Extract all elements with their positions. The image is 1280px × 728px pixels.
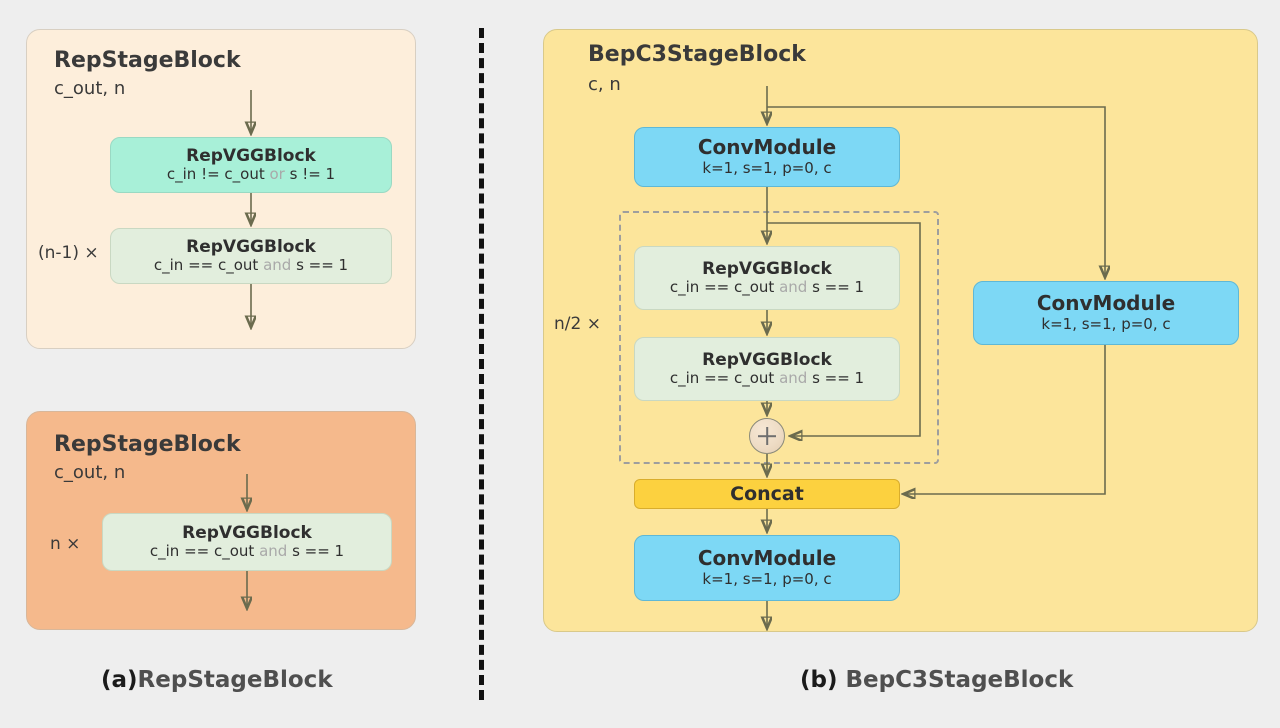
repvggblock-green-b-condition: c_in == c_out and s == 1 [149,542,345,561]
repvggblock-mint-title: RepVGGBlock [186,146,316,167]
conv-module-bottom-params: k=1, s=1, p=0, c [702,569,832,588]
caption-panel-a-text: RepStageBlock [137,667,333,693]
repvggblock-green-a-multiplier: (n-1) × [38,243,99,263]
caption-panel-b: (b) BepC3StageBlock [800,667,1073,693]
rep-stage-block-dark-title: RepStageBlock [54,432,241,457]
bepc3stageblock-title: BepC3StageBlock [588,42,806,67]
bep-repvggblock-1-condition: c_in == c_out and s == 1 [669,278,865,297]
concat-label: Concat [730,482,804,505]
conv-module-top-params: k=1, s=1, p=0, c [702,158,832,177]
panel-divider [479,28,484,700]
conv-module-top-node[interactable]: ConvModule k=1, s=1, p=0, c [634,127,900,187]
bep-repvggblock-2-condition: c_in == c_out and s == 1 [669,369,865,388]
bep-repvggblock-1-title: RepVGGBlock [702,259,832,280]
repvggblock-green-b-node[interactable]: RepVGGBlock c_in == c_out and s == 1 [102,513,392,571]
caption-panel-b-lead: (b) [800,667,838,693]
conv-module-right-params: k=1, s=1, p=0, c [1041,314,1171,333]
conv-module-bottom-node[interactable]: ConvModule k=1, s=1, p=0, c [634,535,900,601]
repvggblock-green-b-title: RepVGGBlock [182,523,312,544]
caption-panel-a: (a)RepStageBlock [101,667,333,693]
concat-node[interactable]: Concat [634,479,900,509]
rep-stage-block-light-title: RepStageBlock [54,48,241,73]
repvggblock-green-a-title: RepVGGBlock [186,237,316,258]
repvggblock-mint-node[interactable]: RepVGGBlock c_in != c_out or s != 1 [110,137,392,193]
repvggblock-green-b-multiplier: n × [50,534,81,554]
repeat-group-multiplier: n/2 × [554,314,601,334]
bep-repvggblock-2-node[interactable]: RepVGGBlock c_in == c_out and s == 1 [634,337,900,401]
bep-repvggblock-1-node[interactable]: RepVGGBlock c_in == c_out and s == 1 [634,246,900,310]
caption-panel-b-text: BepC3StageBlock [837,667,1074,693]
rep-stage-block-dark-subtitle: c_out, n [54,462,126,483]
bepc3stageblock-subtitle: c, n [588,74,621,95]
conv-module-right-title: ConvModule [1036,291,1176,316]
rep-stage-block-light-subtitle: c_out, n [54,78,126,99]
repvggblock-mint-condition: c_in != c_out or s != 1 [166,165,336,184]
repvggblock-green-a-condition: c_in == c_out and s == 1 [153,256,349,275]
conv-module-top-title: ConvModule [697,135,837,160]
bep-repvggblock-2-title: RepVGGBlock [702,350,832,371]
repvggblock-green-a-node[interactable]: RepVGGBlock c_in == c_out and s == 1 [110,228,392,284]
caption-panel-a-lead: (a) [101,667,138,693]
conv-module-bottom-title: ConvModule [697,546,837,571]
conv-module-right-node[interactable]: ConvModule k=1, s=1, p=0, c [973,281,1239,345]
residual-add-icon [749,418,785,454]
